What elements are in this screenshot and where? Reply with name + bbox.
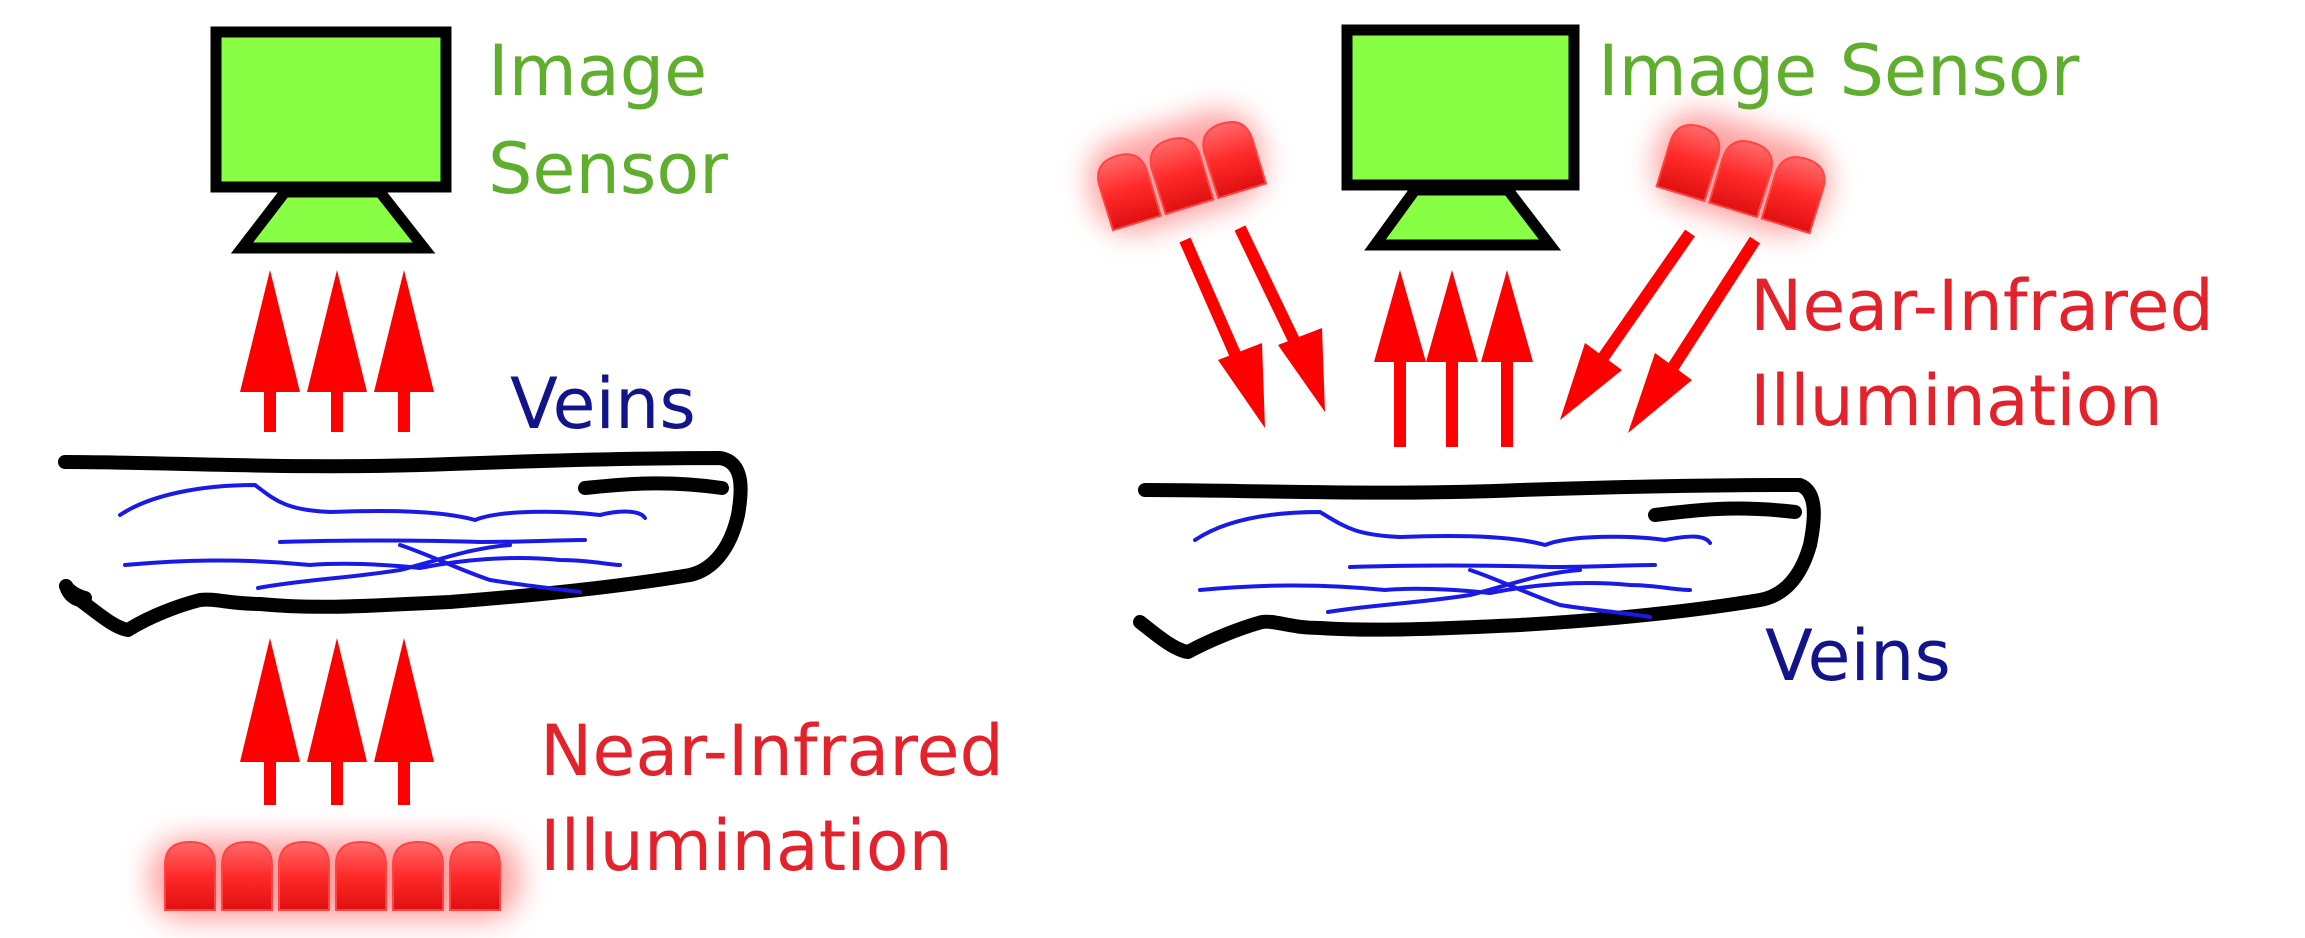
led-icon (1707, 140, 1773, 219)
arrow-icon (374, 270, 434, 432)
arrow-icon (240, 638, 300, 805)
led-icon (1760, 156, 1826, 235)
led-array (150, 838, 520, 920)
left-panel: Image Sensor Veins (58, 26, 1004, 920)
arrow-icon (240, 270, 300, 432)
sensor-label-line1: Image (488, 30, 707, 112)
illumination-arrows-right (1560, 229, 1761, 433)
arrow-icon (1426, 270, 1478, 447)
right-panel: Image Sensor (1088, 24, 2214, 697)
led-icon (278, 840, 330, 911)
veins (1193, 510, 1712, 619)
illumination-arrows (240, 638, 434, 805)
illumination-label-line1: Near-Infrared (1750, 265, 2214, 347)
arrow-icon (374, 638, 434, 805)
led-icon (1655, 123, 1721, 203)
led-icon (392, 840, 444, 911)
led-icon (335, 840, 387, 911)
arrow-icon (1234, 225, 1325, 412)
transmitted-light-arrows (240, 270, 434, 432)
arrow-icon (307, 638, 367, 805)
sensor-label: Image Sensor (1598, 30, 2080, 112)
image-sensor-icon (1341, 24, 1580, 251)
led-icon (1149, 137, 1215, 216)
arrow-icon (1560, 229, 1695, 420)
finger-outline (1133, 478, 1821, 659)
veins-label: Veins (510, 363, 696, 445)
reflected-light-arrows (1374, 270, 1533, 447)
veins-label: Veins (1765, 615, 1951, 697)
led-icon (1202, 121, 1268, 200)
image-sensor-icon (210, 26, 452, 254)
sensor-label-line2: Sensor (488, 128, 728, 210)
veins (118, 483, 647, 594)
arrow-icon (1481, 270, 1533, 447)
arrow-icon (307, 270, 367, 432)
led-icon (449, 840, 501, 911)
illumination-label-line2: Illumination (540, 805, 953, 887)
led-array-left (1088, 110, 1268, 233)
led-icon (1097, 153, 1163, 232)
finger-outline (58, 451, 748, 637)
led-icon (221, 840, 273, 911)
arrow-icon (1179, 237, 1265, 428)
arrow-icon (1628, 236, 1761, 433)
illumination-label-line1: Near-Infrared (540, 710, 1004, 792)
arrow-icon (1374, 270, 1426, 447)
illumination-label-line2: Illumination (1750, 360, 2163, 442)
led-array-right (1654, 112, 1830, 235)
illumination-arrows-left (1179, 225, 1325, 428)
led-icon (164, 840, 216, 911)
